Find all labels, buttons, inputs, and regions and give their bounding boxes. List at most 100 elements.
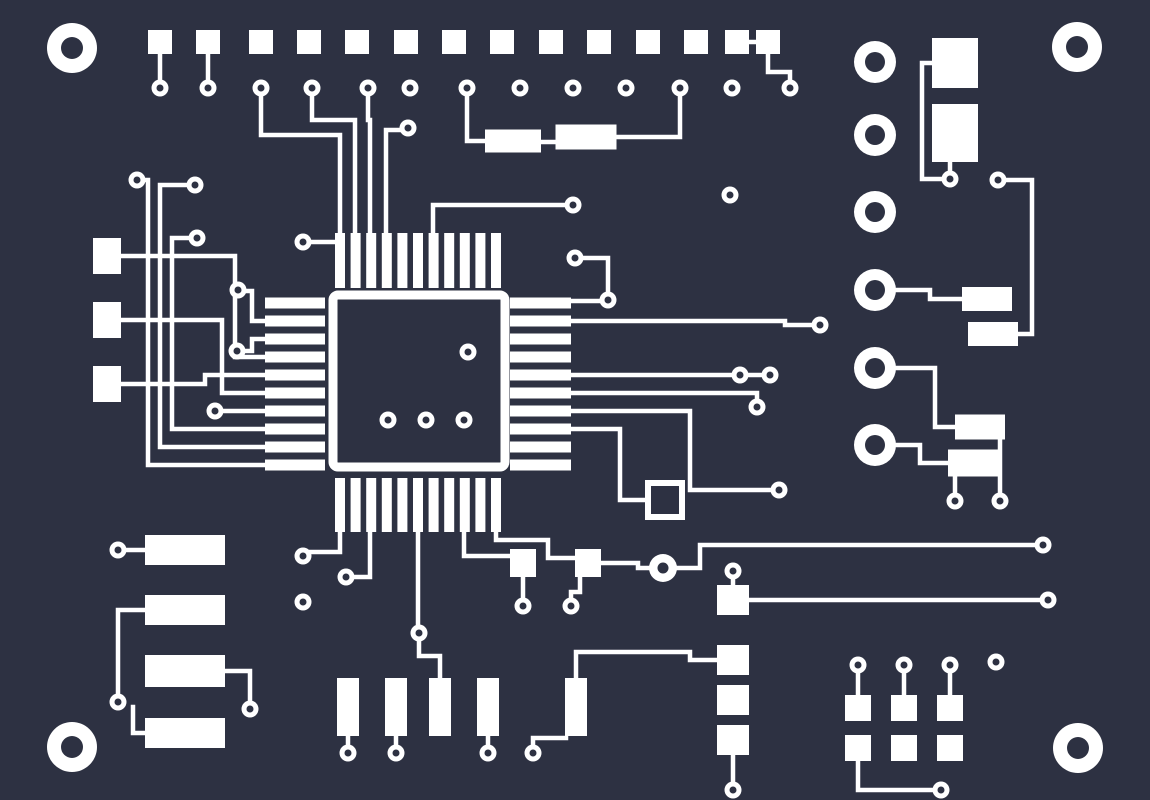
copper-trace — [258, 89, 343, 239]
smd-pad — [477, 678, 499, 736]
via-hole — [519, 602, 527, 610]
via-hole — [604, 296, 612, 304]
smd-pad — [337, 678, 359, 736]
smd-pad — [937, 695, 963, 721]
copper-trace — [1000, 177, 1035, 337]
copper-trace — [598, 560, 652, 571]
smd-pad — [962, 287, 1012, 311]
copper-trace — [365, 89, 373, 239]
ic-pin-left — [265, 333, 325, 345]
via-hole — [193, 234, 201, 242]
via-hole — [728, 84, 736, 92]
ic-pin-bottom — [397, 478, 408, 532]
via-hole — [308, 84, 316, 92]
copper-trace — [309, 89, 358, 239]
ic-pin-bottom — [413, 478, 423, 532]
ic-inner-via-hole — [384, 416, 392, 424]
copper-trace — [115, 607, 149, 700]
via-hole — [156, 84, 164, 92]
smd-pad — [845, 735, 871, 761]
ic-pin-bottom — [444, 478, 455, 532]
via-hole — [937, 786, 945, 794]
smd-pad — [385, 678, 407, 736]
copper-trace — [239, 288, 269, 324]
via-hole — [567, 602, 575, 610]
ic-pin-left — [265, 315, 325, 327]
ic-pin-right — [510, 387, 571, 399]
via-hole — [404, 124, 412, 132]
smd-pad — [93, 238, 121, 274]
through-hole-pad-hole — [865, 52, 885, 72]
via-hole — [133, 176, 141, 184]
through-hole-pad-hole — [865, 202, 885, 222]
smd-pad — [490, 30, 514, 54]
ic-pin-right — [510, 459, 571, 471]
copper-trace — [238, 336, 269, 354]
copper-trace — [614, 89, 683, 140]
copper-trace — [416, 634, 443, 681]
smd-pad — [717, 685, 749, 715]
copper-trace — [461, 528, 515, 559]
ic-pin-left — [265, 351, 325, 363]
ic-inner-via-hole — [460, 416, 468, 424]
smd-pad — [968, 322, 1018, 346]
ic-pin-right — [510, 441, 571, 453]
smd-pad — [429, 678, 451, 736]
copper-trace — [169, 235, 269, 432]
copper-trace — [118, 372, 269, 387]
copper-trace — [855, 757, 939, 793]
via-hole — [211, 407, 219, 415]
via-hole — [622, 84, 630, 92]
smd-pad — [891, 735, 917, 761]
ic-pin-right — [510, 351, 571, 363]
smd-pad — [539, 30, 563, 54]
ic-pin-right — [510, 315, 571, 327]
via-hole — [114, 546, 122, 554]
ic-pin-left — [265, 459, 325, 471]
ic-pin-top — [491, 233, 501, 288]
via-hole — [569, 201, 577, 209]
via-hole — [946, 175, 954, 183]
via-hole — [996, 497, 1004, 505]
copper-trace — [493, 528, 580, 561]
via-hole — [191, 181, 199, 189]
via-hole — [854, 661, 862, 669]
mounting-hole-hole — [61, 736, 83, 758]
smd-pad — [636, 30, 660, 54]
copper-trace — [383, 127, 407, 239]
via-hole — [816, 321, 824, 329]
via-hole — [342, 573, 350, 581]
smd-pad — [555, 124, 617, 150]
via-hole — [299, 598, 307, 606]
copper-trace — [919, 60, 947, 182]
ic-pin-left — [265, 441, 325, 453]
ic-pin-left — [265, 387, 325, 399]
via-hole — [529, 749, 537, 757]
jumper-pad — [645, 480, 685, 520]
smd-pad — [145, 718, 225, 748]
via-hole — [736, 371, 744, 379]
ic-pin-top — [366, 233, 377, 288]
via-hole — [569, 84, 577, 92]
ic-pin-left — [265, 297, 325, 309]
copper-trace — [568, 574, 583, 604]
via-hole — [114, 698, 122, 706]
via-hole — [992, 658, 1000, 666]
ic-pin-bottom — [475, 478, 486, 532]
mounting-hole-hole — [1067, 737, 1089, 759]
copper-trace — [568, 318, 817, 328]
copper-trace — [573, 649, 719, 682]
ic-pin-bottom — [381, 478, 392, 532]
smd-pad — [684, 30, 708, 54]
copper-trace — [674, 542, 1043, 571]
copper-trace — [157, 182, 269, 450]
smd-pad — [575, 549, 601, 577]
smd-pad — [725, 30, 749, 54]
copper-trace — [876, 365, 959, 430]
smd-pad — [948, 449, 998, 477]
smd-pad — [145, 655, 225, 687]
via-hole — [299, 238, 307, 246]
smd-pad — [932, 104, 978, 162]
smd-pad — [148, 30, 172, 54]
